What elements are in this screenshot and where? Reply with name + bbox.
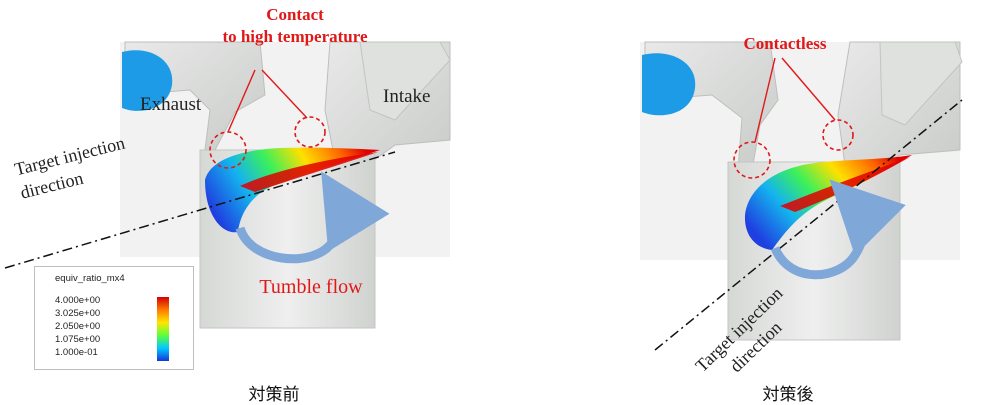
right-blue-coolant xyxy=(642,53,696,116)
colorbar-legend: equiv_ratio_mx4 4.000e+00 3.025e+00 2.05… xyxy=(34,266,194,370)
legend-title: equiv_ratio_mx4 xyxy=(55,273,125,284)
left-tumble-arrow xyxy=(235,171,390,264)
left-intake-runner xyxy=(359,41,451,121)
legend-tick: 4.000e+00 xyxy=(55,295,101,306)
left-intake-label: Intake xyxy=(383,86,431,107)
left-engine-panel xyxy=(4,41,451,329)
left-caption: 対策前 xyxy=(248,385,300,405)
legend-tick: 3.025e+00 xyxy=(55,308,101,319)
legend-color-bar xyxy=(157,297,169,361)
left-spray-core xyxy=(240,152,378,192)
right-pointer-1 xyxy=(754,57,776,143)
legend-tick: 2.050e+00 xyxy=(55,321,101,332)
left-pointer-1 xyxy=(227,69,256,133)
left-contact-line2: to high temperature xyxy=(222,27,368,46)
right-engine-panel xyxy=(640,41,963,351)
right-pointer-2 xyxy=(781,57,836,121)
left-fuel-spray xyxy=(205,147,380,233)
legend-tick: 1.000e-01 xyxy=(55,347,98,358)
right-target-line xyxy=(654,99,963,351)
right-contact-circle-exhaust xyxy=(733,141,771,179)
left-blue-coolant xyxy=(122,50,173,111)
left-contact-line1: Contact xyxy=(266,5,324,24)
left-contact-circle-intake xyxy=(294,116,326,148)
left-pointer-2 xyxy=(261,69,308,119)
right-contactless-label: Contactless xyxy=(743,34,827,53)
left-target-line xyxy=(4,151,396,269)
right-fuel-spray xyxy=(744,155,912,250)
left-tumble-label: Tumble flow xyxy=(259,276,363,298)
right-intake-runner xyxy=(879,41,963,126)
right-contact-circle-intake xyxy=(822,119,854,151)
right-caption: 対策後 xyxy=(762,385,814,405)
left-contact-label: Contact to high temperature xyxy=(200,4,390,48)
legend-tick: 1.075e+00 xyxy=(55,334,101,345)
left-exhaust-label: Exhaust xyxy=(140,94,202,115)
right-tumble-arrow xyxy=(770,179,906,280)
